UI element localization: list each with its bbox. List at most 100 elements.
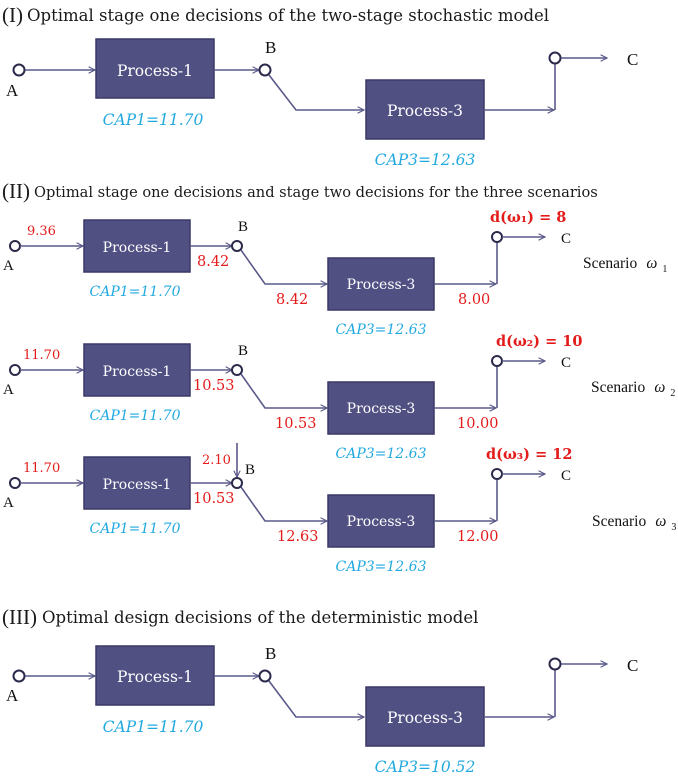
- flow-value-p3-in: 8.42: [276, 292, 308, 308]
- section-I: (I) Optimal stage one decisions of the t…: [2, 3, 638, 169]
- process-1-label: Process-1: [117, 62, 193, 80]
- process-3-label: Process-3: [387, 102, 463, 120]
- node-c-label: C: [561, 231, 571, 247]
- flow-value-p3-out: 10.00: [457, 416, 499, 432]
- process-3-capacity: CAP3=12.63: [336, 446, 427, 462]
- node-c-label: C: [627, 50, 638, 69]
- node-a-circle: [9, 364, 21, 376]
- flow-value-p3-in: 10.53: [275, 416, 317, 432]
- node-a-label: A: [3, 495, 14, 511]
- node-b-circle: [231, 477, 243, 489]
- node-a-label: A: [3, 382, 14, 398]
- node-b-label: B: [238, 343, 248, 359]
- node-a-circle: [9, 477, 21, 489]
- process-1-box: [83, 343, 191, 397]
- node-c-label: C: [561, 468, 571, 484]
- process-3-box: [327, 381, 435, 435]
- scenario-label: Scenario ω 2: [591, 377, 675, 399]
- scenario-label: Scenario ω 3: [592, 511, 676, 533]
- process-3-capacity: CAP3=10.52: [375, 758, 476, 776]
- flow-value-a-in: 9.36: [27, 224, 56, 239]
- section-numeral: (III): [2, 605, 37, 629]
- scenario-subscript: 3: [671, 522, 676, 533]
- process-3-capacity: CAP3=12.63: [336, 559, 427, 575]
- node-b-circle: [258, 63, 272, 77]
- flow-value-b-extra: 2.10: [202, 453, 231, 468]
- process-1-capacity: CAP1=11.70: [90, 521, 181, 537]
- flow-arrow-b-p3: [240, 486, 327, 521]
- scenario-3-diagram: A 11.70 Process-1 CAP1=11.70 10.53 2.10 …: [3, 443, 676, 575]
- process-1-label: Process-1: [117, 668, 193, 686]
- flow-value-p1-out: 10.53: [193, 378, 235, 394]
- node-a-label: A: [6, 81, 19, 100]
- node-c-label: C: [627, 656, 638, 675]
- scenario-word: Scenario: [591, 379, 645, 396]
- process-3-label: Process-3: [347, 277, 416, 293]
- process-3-box: [327, 494, 435, 548]
- section-title: Optimal stage one decisions of the two-s…: [27, 6, 549, 25]
- section-numeral: (I): [2, 3, 23, 27]
- flow-value-p3-out: 8.00: [458, 292, 490, 308]
- process-1-label: Process-1: [103, 364, 172, 380]
- process-1-capacity: CAP1=11.70: [103, 111, 204, 129]
- section-title: Optimal design decisions of the determin…: [42, 608, 478, 627]
- flow-arrow-b-p3: [268, 74, 364, 110]
- node-a-label: A: [6, 686, 19, 705]
- section-III: (III) Optimal design decisions of the de…: [2, 605, 638, 776]
- flow-value-p1-out: 10.53: [193, 491, 235, 507]
- section-numeral: (II): [2, 179, 30, 203]
- process-3-box: [365, 686, 485, 747]
- scenario-omega: ω: [646, 255, 657, 272]
- demand-label: d(ω₂) = 10: [496, 333, 582, 350]
- process-1-label: Process-1: [103, 477, 172, 493]
- demand-label: d(ω₃) = 12: [486, 446, 572, 463]
- process-3-label: Process-3: [347, 401, 416, 417]
- flow-value-p3-in: 12.63: [277, 529, 319, 545]
- node-a-label: A: [3, 258, 14, 274]
- demand-label: d(ω₁) = 8: [490, 209, 566, 226]
- scenario-word: Scenario: [592, 513, 646, 530]
- node-b-circle: [231, 364, 243, 376]
- scenario-omega: ω: [654, 379, 665, 396]
- process-3-capacity: CAP3=12.63: [336, 322, 427, 338]
- section-title: Optimal stage one decisions and stage tw…: [34, 184, 598, 201]
- scenario-2-diagram: A 11.70 Process-1 CAP1=11.70 10.53 B 10.…: [3, 333, 675, 462]
- scenario-1-diagram: A 9.36 Process-1 CAP1=11.70 8.42 B 8.42 …: [3, 209, 667, 338]
- flow-value-p3-out: 12.00: [457, 529, 499, 545]
- node-c-circle: [548, 657, 562, 671]
- flow-value-a-in: 11.70: [23, 461, 60, 476]
- node-c-circle: [491, 231, 503, 243]
- process-3-label: Process-3: [347, 514, 416, 530]
- node-c-circle: [491, 468, 503, 480]
- process-1-label: Process-1: [103, 240, 172, 256]
- process-3-box: [365, 79, 485, 140]
- node-b-label: B: [245, 462, 255, 478]
- section-II: (II) Optimal stage one decisions and sta…: [2, 179, 598, 203]
- scenario-label: Scenario ω 1: [583, 253, 667, 275]
- node-b-label: B: [265, 38, 276, 57]
- process-1-capacity: CAP1=11.70: [103, 718, 204, 736]
- node-b-label: B: [238, 219, 248, 235]
- node-c-circle: [548, 51, 562, 65]
- scenario-subscript: 1: [662, 264, 667, 275]
- process-1-capacity: CAP1=11.70: [90, 284, 181, 300]
- node-a-circle: [9, 240, 21, 252]
- process-1-box: [83, 456, 191, 510]
- scenario-word: Scenario: [583, 255, 637, 272]
- node-a-circle: [12, 63, 26, 77]
- node-a-circle: [12, 669, 26, 683]
- node-c-label: C: [561, 355, 571, 371]
- flow-arrow-b-p3: [240, 373, 327, 408]
- flow-value-p1-out: 8.42: [197, 254, 229, 270]
- node-b-label: B: [265, 644, 276, 663]
- process-1-box: [95, 38, 215, 99]
- process-3-capacity: CAP3=12.63: [375, 151, 476, 169]
- process-3-label: Process-3: [387, 709, 463, 727]
- flow-value-a-in: 11.70: [23, 348, 60, 363]
- node-c-circle: [491, 355, 503, 367]
- scenario-subscript: 2: [670, 388, 675, 399]
- node-b-circle: [231, 240, 243, 252]
- scenario-omega: ω: [655, 513, 666, 530]
- node-b-circle: [258, 669, 272, 683]
